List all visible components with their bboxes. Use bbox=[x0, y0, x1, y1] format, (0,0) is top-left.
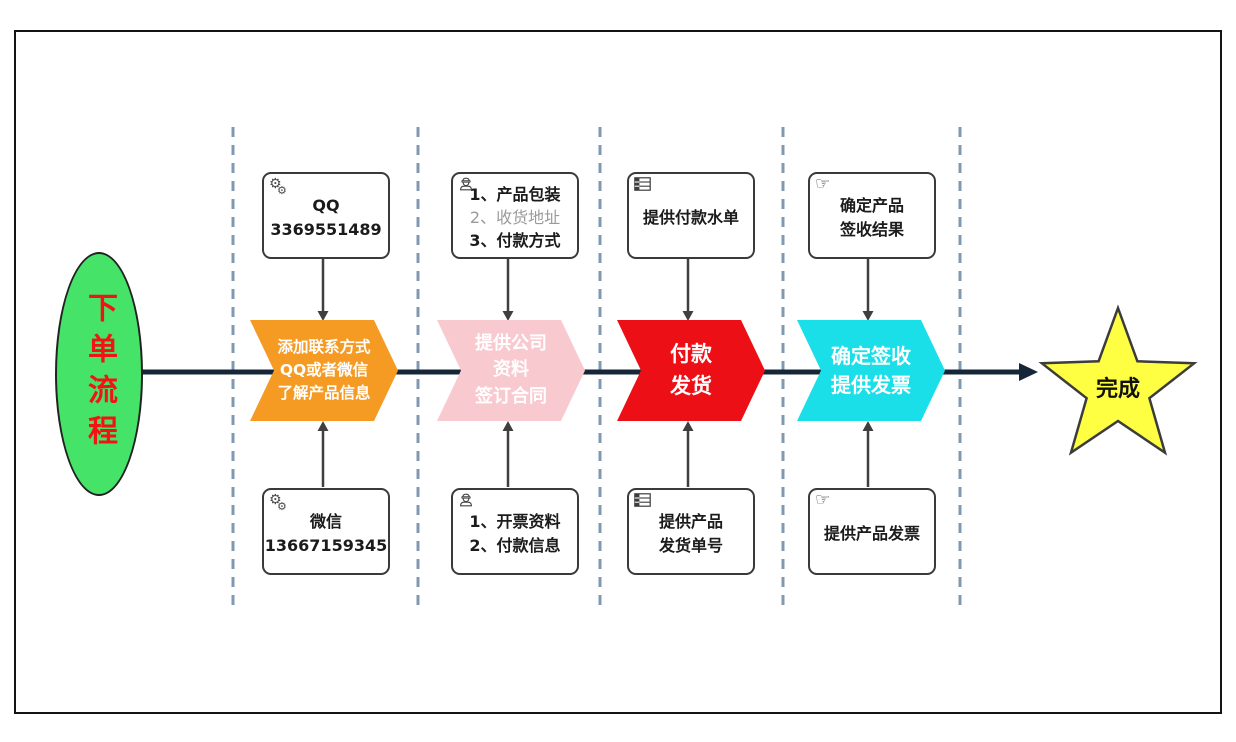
start-label: 下单流程 bbox=[82, 292, 117, 456]
step-provide-company-info: 提供公司 资料 签订合同 bbox=[437, 320, 585, 421]
pointing-hand-icon: ☞ bbox=[815, 490, 831, 510]
info-box-qq: ⚙⚙ QQ 3369551489 bbox=[262, 172, 390, 259]
chevron-text-line: 发货 bbox=[670, 373, 712, 398]
box-text-line: 提供付款水单 bbox=[642, 207, 739, 227]
box-text-line: 3、付款方式 bbox=[469, 231, 561, 251]
info-box-receipt-result: ☞ 确定产品 签收结果 bbox=[808, 172, 936, 259]
box-text-line: QQ bbox=[312, 196, 340, 216]
box-text-line: 确定产品 bbox=[839, 196, 904, 216]
chevron-text-line: 付款 bbox=[670, 342, 712, 366]
box-text-line: 提供产品 bbox=[658, 512, 723, 532]
chevron-text-line: 了解产品信息 bbox=[277, 384, 371, 403]
info-box-shipping-number: 提供产品 发货单号 bbox=[627, 488, 755, 575]
box-text-line: 签收结果 bbox=[839, 219, 904, 239]
pointing-hand-icon: ☞ bbox=[815, 174, 831, 194]
box-text-line: 13667159345 bbox=[264, 535, 388, 555]
worker-icon bbox=[458, 176, 474, 196]
info-box-invoice-info: 1、开票资料 2、付款信息 bbox=[451, 488, 579, 575]
box-text-line: 1、产品包装 bbox=[469, 184, 561, 204]
chevron-text-line: 签订合同 bbox=[475, 385, 547, 407]
info-box-package-details: 1、产品包装 2、收货地址 3、付款方式 bbox=[451, 172, 579, 259]
info-box-product-invoice: ☞ 提供产品发票 bbox=[808, 488, 936, 575]
gears-icon: ⚙⚙ bbox=[269, 176, 287, 197]
box-text-line: 提供产品发票 bbox=[823, 523, 920, 543]
diagram-border bbox=[14, 30, 1222, 714]
step-confirm-receipt: 确定签收 提供发票 bbox=[797, 320, 945, 421]
box-text-line: 1、开票资料 bbox=[469, 512, 561, 532]
gears-icon: ⚙⚙ bbox=[269, 492, 287, 513]
start-node: 下单流程 bbox=[55, 252, 143, 496]
chevron-text-line: 确定签收 bbox=[831, 343, 911, 368]
chevron-text-line: 添加联系方式 bbox=[277, 337, 371, 356]
chevron-text-line: 资料 bbox=[493, 359, 529, 381]
box-text-line: 2、付款信息 bbox=[469, 535, 561, 555]
box-text-line: 微信 bbox=[309, 512, 342, 532]
table-icon bbox=[634, 176, 651, 195]
table-icon bbox=[634, 492, 651, 511]
worker-icon bbox=[458, 492, 474, 512]
box-text-line: 2、收货地址 bbox=[469, 207, 561, 227]
info-box-payment-slip: 提供付款水单 bbox=[627, 172, 755, 259]
box-text-line: 3369551489 bbox=[270, 219, 382, 239]
step-add-contact: 添加联系方式 QQ或者微信 了解产品信息 bbox=[250, 320, 398, 421]
box-text-line: 发货单号 bbox=[658, 535, 723, 555]
info-box-wechat: ⚙⚙ 微信 13667159345 bbox=[262, 488, 390, 575]
chevron-text-line: QQ或者微信 bbox=[279, 360, 369, 379]
chevron-text-line: 提供发票 bbox=[831, 372, 911, 397]
end-node-star bbox=[1038, 304, 1198, 456]
step-payment-shipping: 付款 发货 bbox=[617, 320, 765, 421]
end-label: 完成 bbox=[1095, 377, 1140, 402]
main-flow-arrowhead bbox=[1019, 363, 1038, 381]
chevron-text-line: 提供公司 bbox=[475, 333, 547, 355]
